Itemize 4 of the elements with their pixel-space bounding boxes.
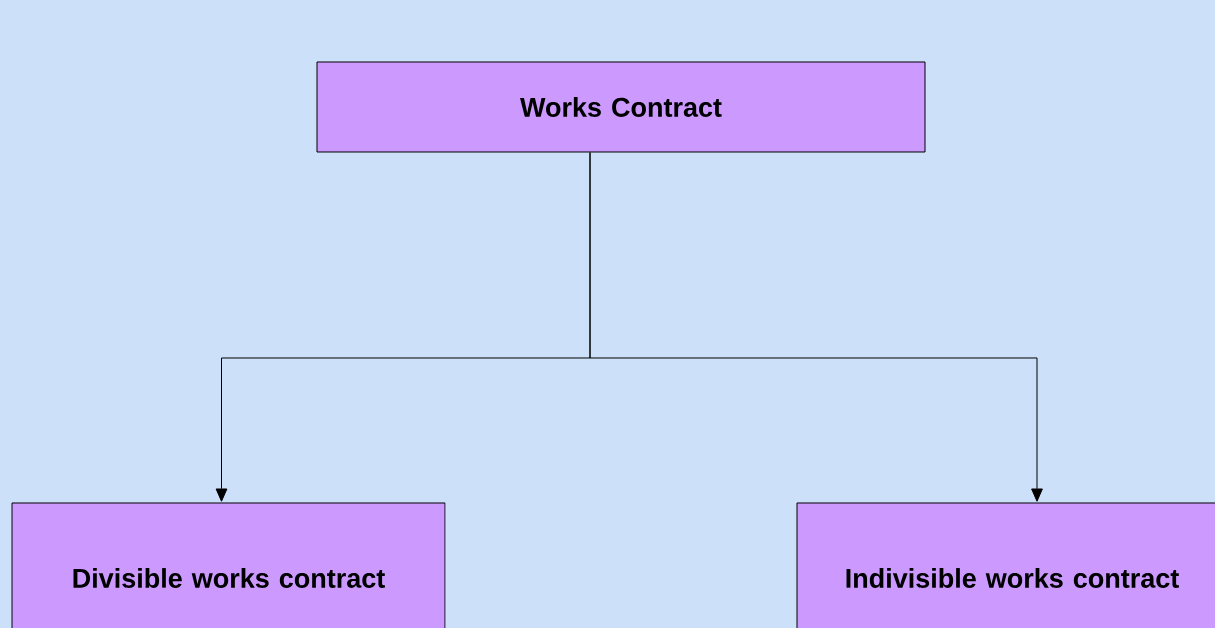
process-box: Indivisible works contract — [796, 502, 1215, 628]
process-box: Works Contract — [316, 61, 926, 153]
process-box: Divisible works contract — [11, 502, 446, 628]
arrow — [589, 152, 1043, 502]
